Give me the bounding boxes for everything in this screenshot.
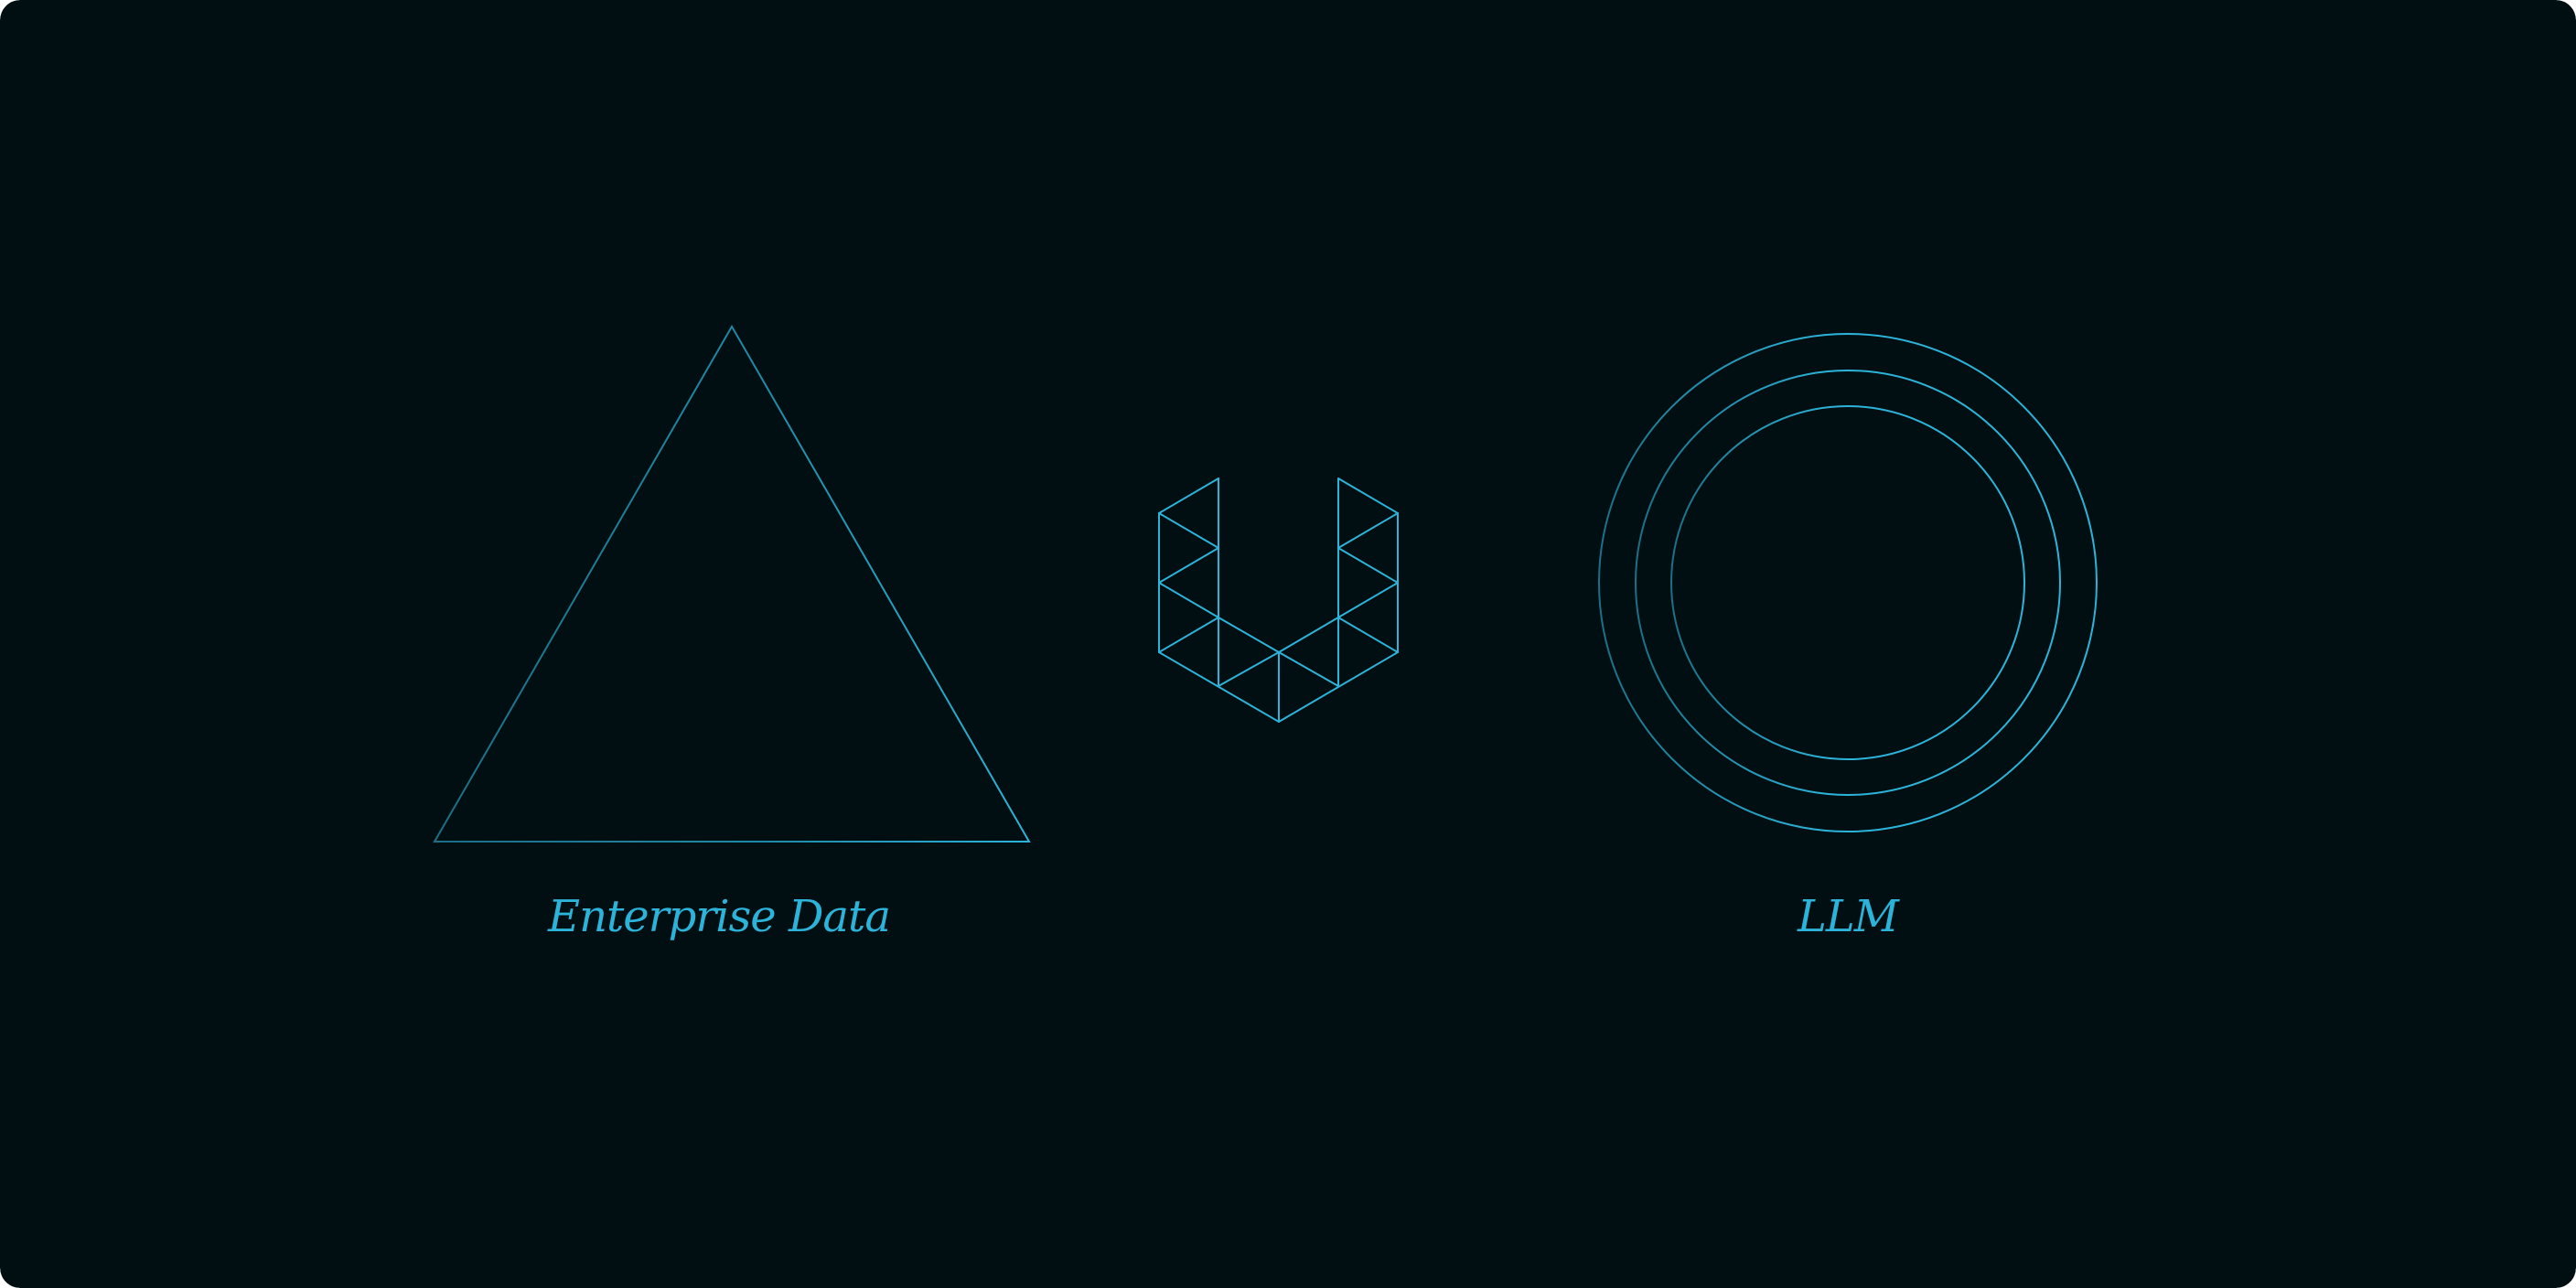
enterprise-data-label: Enterprise Data [547, 891, 890, 942]
connector-logo-icon [1158, 478, 1399, 723]
llm-circle-middle [1635, 370, 2061, 796]
llm-circles-icon [1598, 333, 2098, 832]
llm-circle-inner [1670, 405, 2025, 760]
llm-label: LLM [1797, 891, 1901, 942]
llm-circle-outer [1598, 333, 2098, 832]
enterprise-data-triangle [433, 324, 1031, 843]
